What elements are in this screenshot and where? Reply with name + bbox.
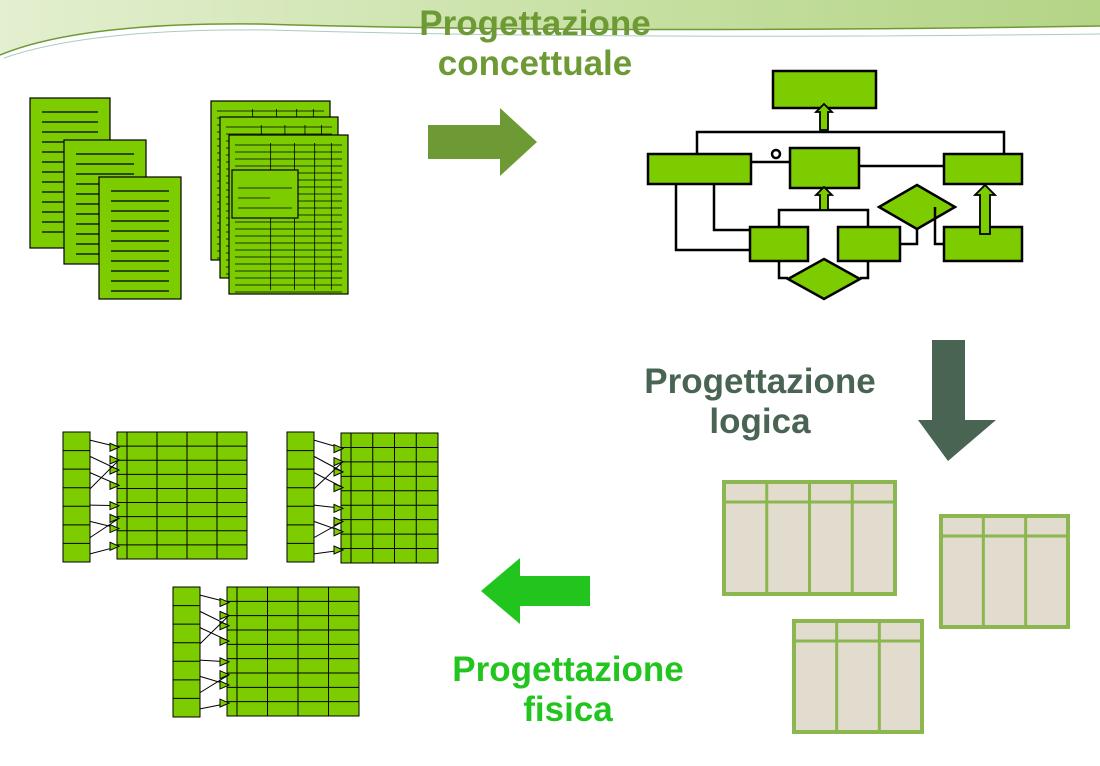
document-stack-icon <box>29 97 182 300</box>
stage-label-conceptual: Progettazione concettuale <box>419 4 651 83</box>
indexed-file-icon <box>62 431 248 563</box>
arrow-down-icon <box>918 340 996 461</box>
relational-table-icon <box>722 480 897 596</box>
stage-label-logical: Progettazione logica <box>644 362 876 441</box>
relational-table-group <box>722 480 1070 734</box>
arrow-right-icon <box>428 108 537 176</box>
indexed-file-icon <box>286 431 439 564</box>
stage-label-physical: Progettazione fisica <box>452 650 684 729</box>
document-page <box>98 176 182 300</box>
header-band <box>0 0 1100 59</box>
relational-table-icon <box>792 619 924 734</box>
physical-file-group <box>62 431 439 718</box>
indexed-file-icon <box>172 586 360 718</box>
relational-table-icon <box>939 514 1070 629</box>
arrow-left-icon <box>481 558 590 624</box>
er-diagram-icon <box>646 69 1024 301</box>
form-sheet <box>231 169 299 219</box>
form-stack-icon <box>210 100 349 295</box>
